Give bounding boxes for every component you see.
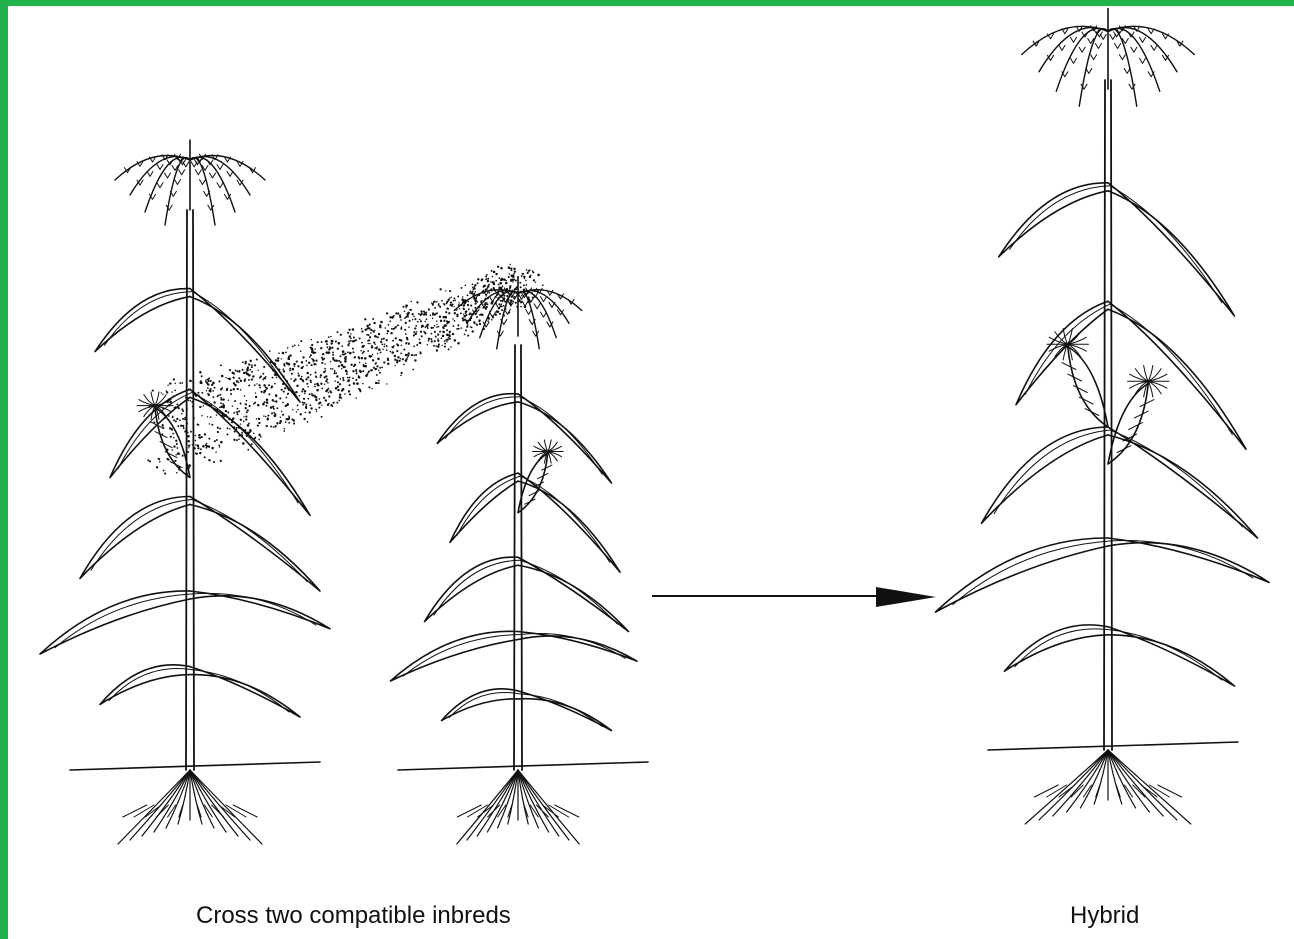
corn-hybrid-cross-illustration bbox=[8, 6, 1294, 939]
caption-hybrid: Hybrid bbox=[1070, 902, 1139, 930]
process-arrow bbox=[652, 587, 936, 607]
plant-hybrid bbox=[936, 9, 1270, 825]
pollen-cloud bbox=[147, 264, 543, 475]
plant-inbred-right bbox=[391, 277, 649, 845]
caption-cross-inbreds: Cross two compatible inbreds bbox=[196, 902, 511, 930]
plant-inbred-left bbox=[40, 140, 330, 844]
